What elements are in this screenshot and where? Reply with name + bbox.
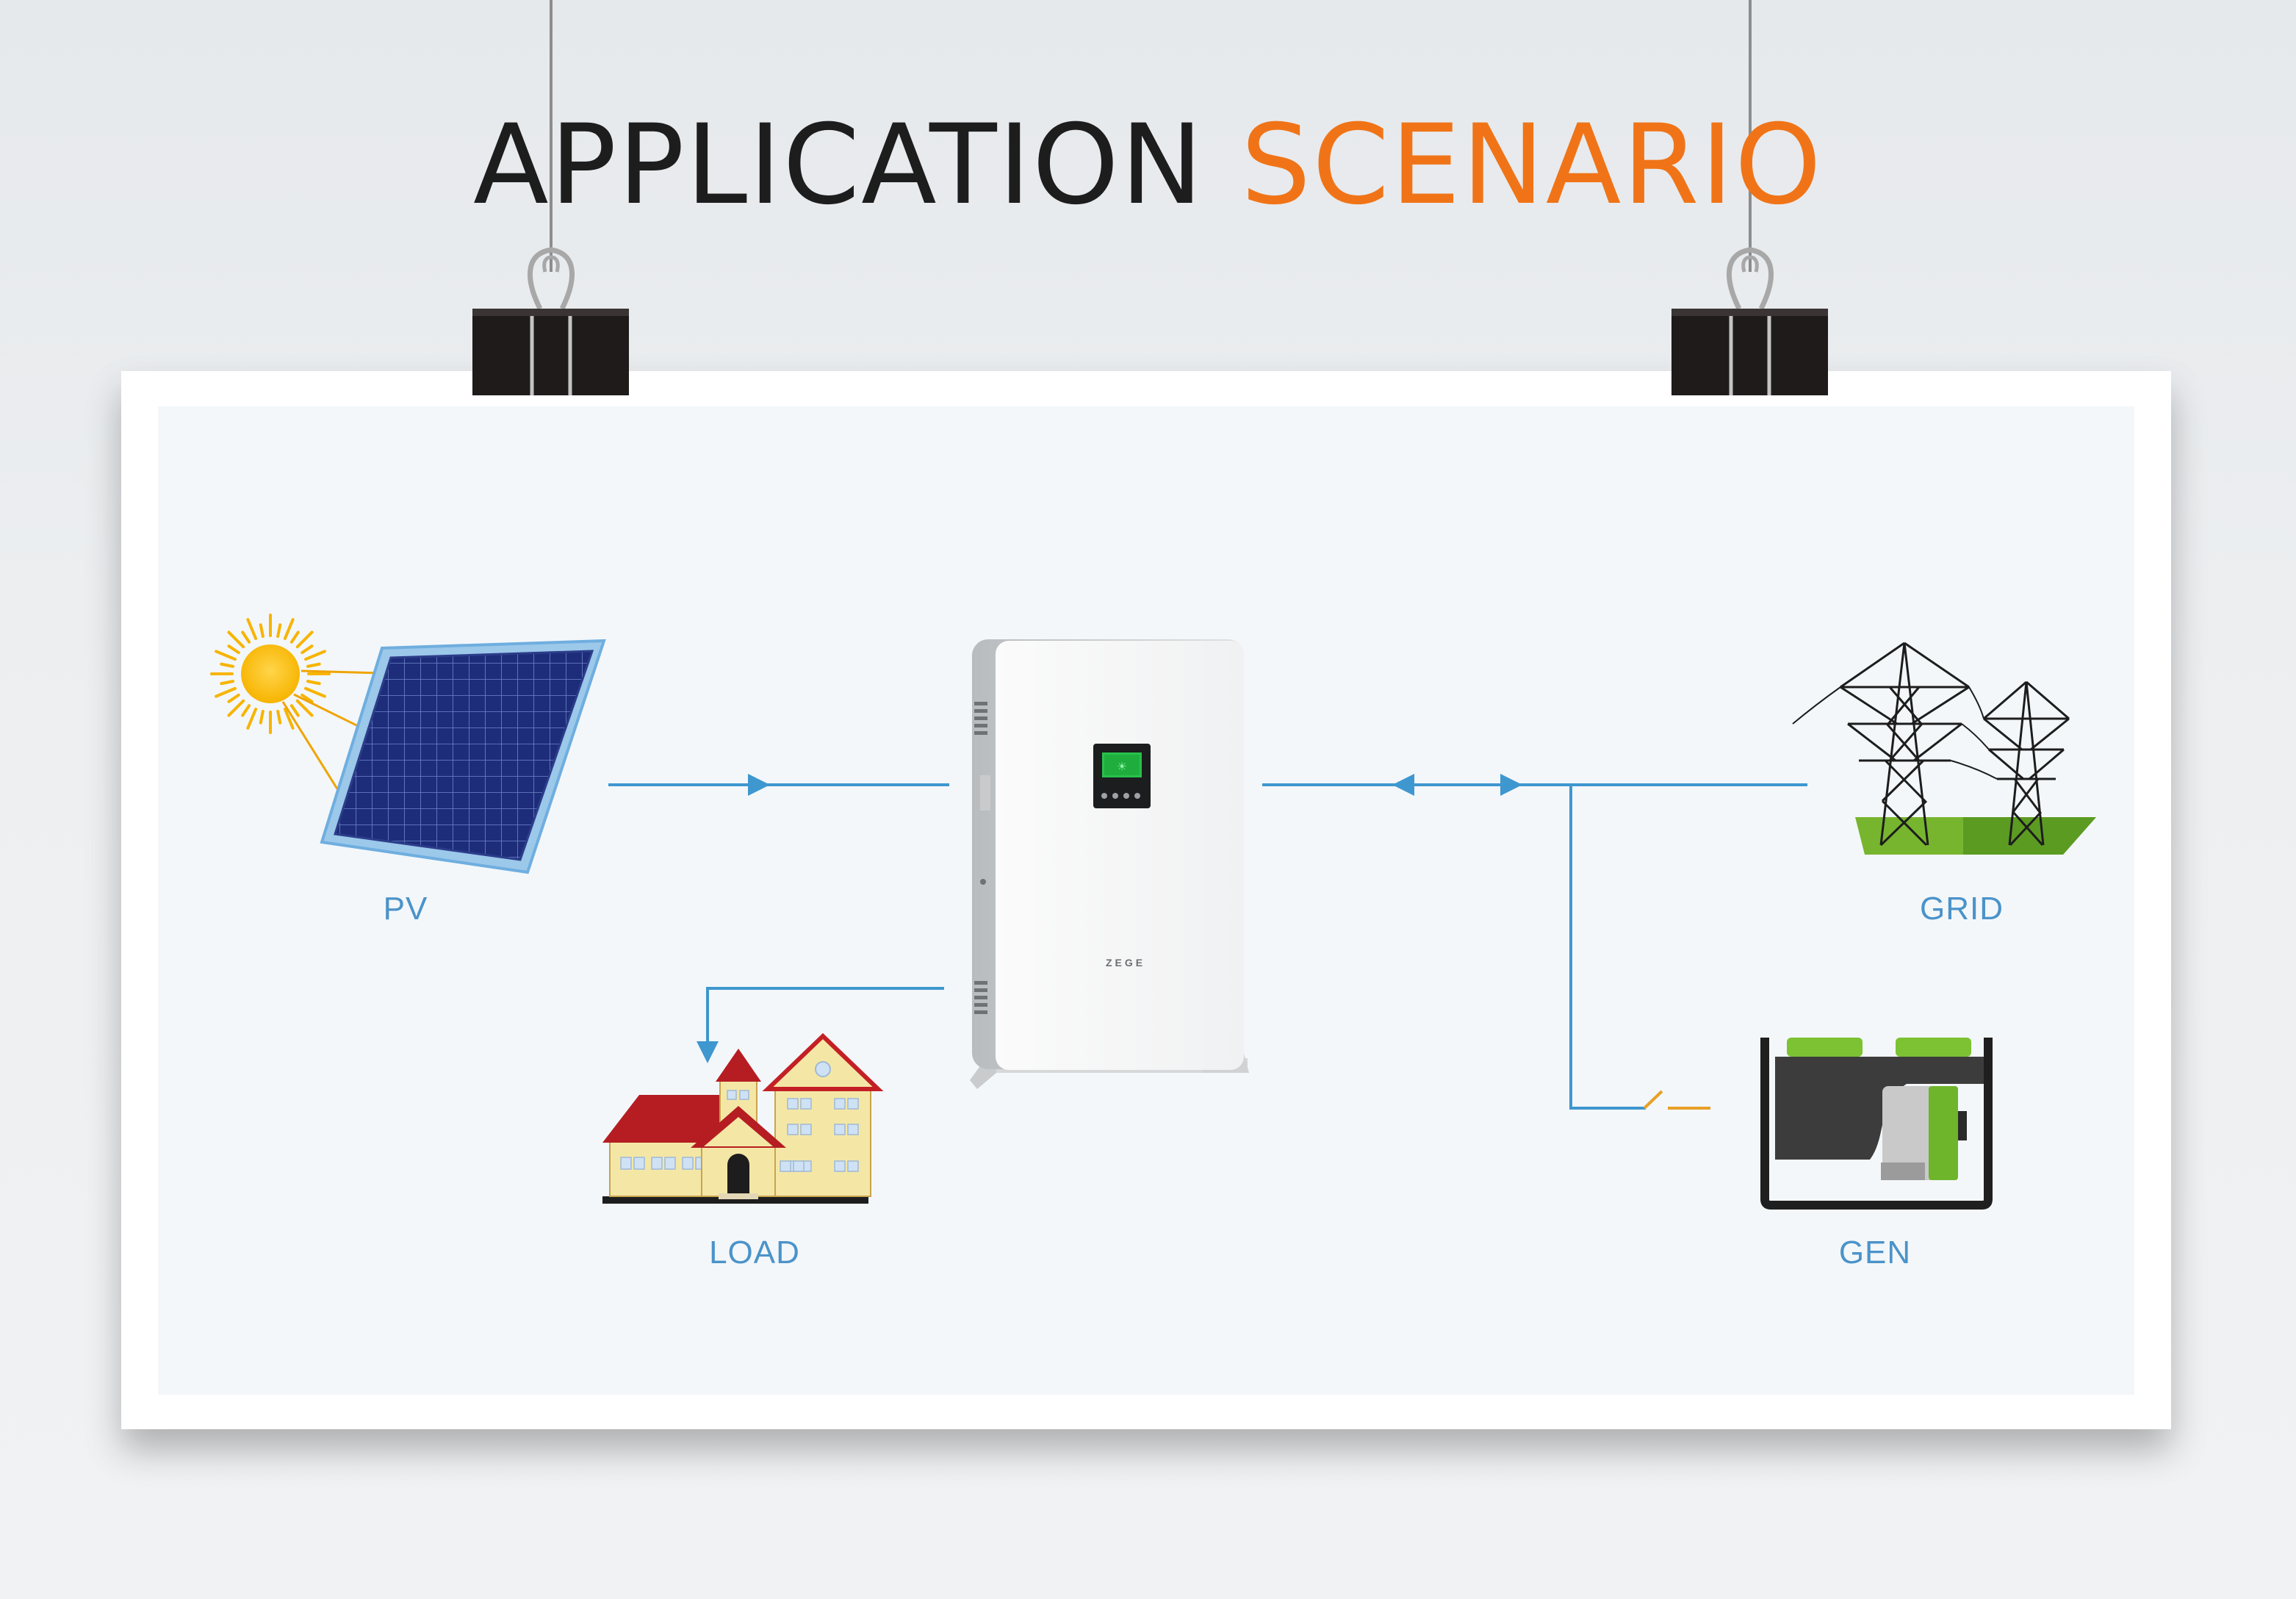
sun-ray [246,708,258,730]
sun-ray [295,630,314,649]
arrow-pv [748,774,770,796]
vent-lower [974,981,987,1014]
label-grid: GRID [1920,891,2004,927]
label-pv: PV [383,891,428,927]
sun-ray [227,644,240,655]
sun-ray [304,686,326,698]
sun-ray [306,680,321,686]
sun-ray [259,623,264,638]
sun-ray [227,699,245,717]
sun-ray [246,618,258,640]
display-panel: ☀ [1093,744,1151,808]
sun-ray [220,680,234,686]
sun-ray [304,650,326,661]
page-title: APPLICATION SCENARIO [0,110,2296,220]
vent-upper [974,702,987,735]
title-word-application: APPLICATION [473,101,1205,229]
switch-icon [1643,1090,1710,1110]
sun-ray [301,644,314,655]
arrow-grid-in [1392,774,1414,796]
sun-ray [220,662,234,668]
sun-ray [276,710,282,725]
sun-ray [241,630,251,644]
transmission-tower-icon [1792,642,2096,855]
house-icon [602,1032,884,1204]
solar-panel-icon [320,639,606,874]
energy-storage-device: ☀ ZEGE [970,639,1249,1089]
sun-ray [283,618,295,640]
flow-line-gen [1569,785,1646,1110]
flow-lines [608,783,1807,1110]
generator-icon [1760,1038,1993,1210]
sun-ray [301,693,314,703]
sun-ray [295,699,314,717]
label-gen: GEN [1838,1235,1912,1271]
flow-line-load [706,987,944,1051]
sun-ray [241,704,251,717]
sun-ray [276,623,282,638]
sun-ray [227,693,240,703]
arrow-load [697,1041,719,1063]
sun-ray [215,686,237,698]
sun-ray [283,708,295,730]
title-word-scenario: SCENARIO [1240,101,1823,229]
sun-ray [289,704,300,717]
arrow-grid-out [1500,774,1522,796]
sun-ray [259,710,264,725]
sun-ray [306,662,321,668]
sun-ray [215,650,237,661]
binder-clip-right-icon [1671,247,1828,396]
label-load: LOAD [709,1235,800,1271]
binder-clip-left-icon [472,247,629,396]
sun-ray [289,630,300,644]
sun-ray [227,630,245,649]
device-brand: ZEGE [1106,957,1145,969]
sun-icon [210,614,436,821]
svg-text:☀: ☀ [1118,758,1126,775]
